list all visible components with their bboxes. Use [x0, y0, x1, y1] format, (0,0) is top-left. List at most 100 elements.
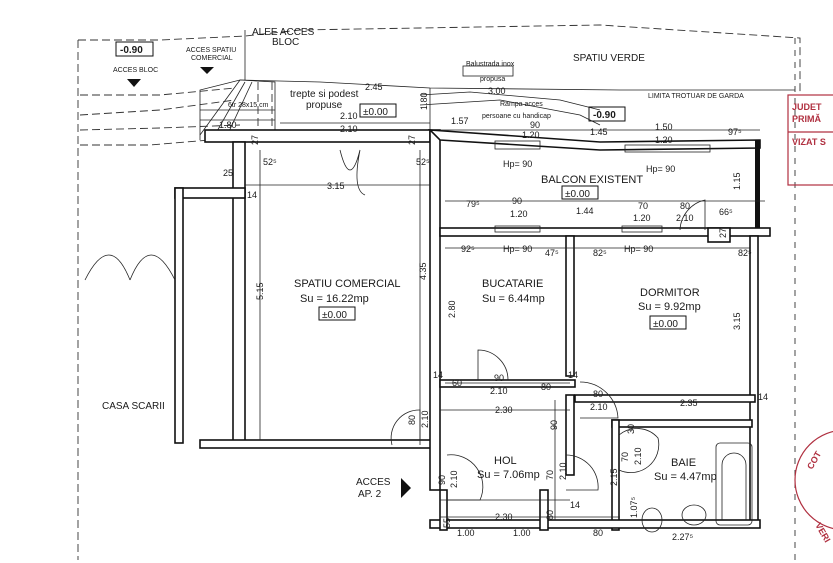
room-name: SPATIU COMERCIAL: [294, 278, 401, 290]
stair-note: 6tr 28x15 cm: [228, 102, 269, 109]
dim: 1.80: [219, 120, 237, 130]
dim: 1.45: [590, 127, 608, 137]
dim: 97⁵: [728, 127, 742, 137]
dim: 2.35: [680, 398, 698, 408]
walls: [174, 129, 771, 531]
dim: 1.80: [419, 92, 429, 110]
room-level: ±0.00: [653, 319, 678, 330]
arrow-down-icon: [127, 79, 141, 87]
level-box-left: [115, 41, 154, 57]
level-entry: ±0.00: [363, 107, 388, 118]
dim: 2.30: [495, 405, 513, 415]
acces-spatiu-label: ACCES SPATIU: [186, 47, 236, 54]
room-name: DORMITOR: [640, 287, 700, 299]
svg-text:VERI: VERI: [813, 521, 832, 544]
acces-ap-label: ACCES: [356, 477, 391, 488]
dim: 1.44: [576, 206, 594, 216]
dim: 80: [680, 201, 690, 211]
limita-label: LIMITA TROTUAR DE GARDA: [648, 93, 744, 100]
alee-label: ALEE ACCES: [252, 27, 315, 38]
room-spatiu-comercial: SPATIU COMERCIAL Su = 16.22mp ±0.00: [294, 278, 401, 321]
doors: [84, 149, 706, 501]
room-balcon: BALCON EXISTENT ±0.00: [541, 174, 643, 200]
room-area: Su = 16.22mp: [300, 293, 369, 305]
room-name: BALCON EXISTENT: [541, 174, 643, 186]
dimension-lines: [245, 122, 765, 520]
level-box-entry: [359, 103, 397, 118]
dim: 2.10: [340, 124, 358, 134]
room-level: ±0.00: [322, 310, 347, 321]
dim: 5.15: [255, 282, 265, 300]
room-name: HOL: [494, 455, 517, 467]
svg-text:JUDET: JUDET: [792, 102, 822, 112]
dim: 2.27⁵: [672, 532, 694, 542]
dim: 92⁵: [461, 244, 475, 254]
dim: 2.10: [449, 470, 459, 488]
acces-bloc-label: ACCES BLOC: [113, 67, 158, 74]
svg-text:VIZAT S: VIZAT S: [792, 137, 826, 147]
dim: 2.15: [609, 468, 619, 486]
svg-text:COT: COT: [805, 449, 823, 471]
dim: 14: [570, 500, 580, 510]
rampa-label-2: persoane cu handicap: [482, 113, 551, 120]
dim: 47⁵: [545, 248, 559, 258]
dim: 82⁵: [593, 248, 607, 258]
dim: 4.35: [418, 262, 428, 280]
dim: 80: [545, 510, 555, 520]
dim: 70: [545, 470, 555, 480]
level-left: -0.90: [120, 45, 143, 56]
room-baie: BAIE Su = 4.47mp: [654, 457, 717, 483]
room-bucatarie: BUCATARIE Su = 6.44mp: [482, 278, 545, 305]
dim: 1.00: [457, 528, 475, 538]
dim: Hp= 90: [624, 244, 653, 254]
level-right: -0.90: [593, 110, 616, 121]
balustrada-label: Balustrada inox: [466, 61, 515, 68]
dim: 2.10: [633, 447, 643, 465]
dim: 1.07⁵: [629, 496, 639, 518]
dim: 90: [549, 420, 559, 430]
dim: 1.00: [513, 528, 531, 538]
dim: 90: [437, 475, 447, 485]
dim: 79⁵: [466, 199, 480, 209]
dim: 52⁵: [416, 157, 430, 167]
bathroom-fixtures: [641, 442, 753, 533]
dim: 14: [247, 190, 257, 200]
dim: 1.20: [522, 130, 540, 140]
dim: 70: [620, 452, 630, 462]
dim: 1.50: [655, 122, 673, 132]
dim: Hp= 90: [503, 244, 532, 254]
dim: 2.10: [590, 402, 608, 412]
dim: 2.10: [490, 386, 508, 396]
dim: 60: [452, 378, 462, 388]
dim: 3.15: [327, 181, 345, 191]
dim: 2.80: [447, 300, 457, 318]
dim: 70: [638, 201, 648, 211]
trepte-label-2: propuse: [306, 100, 343, 111]
dim: 80: [407, 415, 417, 425]
dim: 55: [442, 518, 452, 528]
casa-scarii-label: CASA SCARII: [102, 401, 165, 412]
room-name: BUCATARIE: [482, 278, 543, 290]
dim: 14: [568, 370, 578, 380]
dim: 3.15: [732, 312, 742, 330]
dim: 2.10: [558, 462, 568, 480]
arrow-down-icon: [200, 67, 214, 74]
acces-ap-label-2: AP. 2: [358, 489, 382, 500]
balustrada-label-2: propusa: [480, 76, 505, 83]
dimension-labels: 2.45 2.10 2.10 1.80 1.57 3.00 90 1.20 1.…: [219, 82, 768, 542]
dim: 52⁵: [263, 157, 277, 167]
arrow-right-icon: [401, 478, 411, 498]
room-area: Su = 6.44mp: [482, 293, 545, 305]
room-area: Su = 9.92mp: [638, 301, 701, 313]
dim: 2.30: [495, 512, 513, 522]
dim: 14: [433, 370, 443, 380]
dim: 1.20: [633, 213, 651, 223]
dim: 1.15: [732, 172, 742, 190]
room-name: BAIE: [671, 457, 696, 469]
dim: 82⁵: [738, 248, 752, 258]
room-level: ±0.00: [565, 189, 590, 200]
dim: 2.10: [676, 213, 694, 223]
ramp: [419, 65, 601, 126]
dim: 30: [626, 424, 636, 434]
spatiu-verde-label: SPATIU VERDE: [573, 53, 645, 64]
